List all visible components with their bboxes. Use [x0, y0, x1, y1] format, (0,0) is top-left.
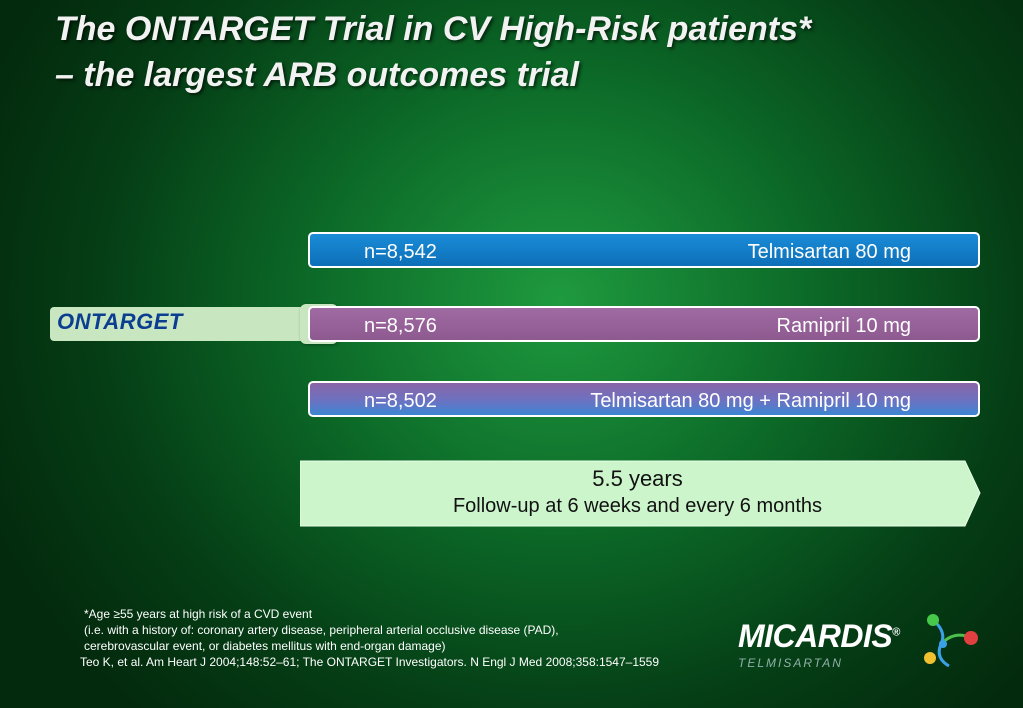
title-line-2: – the largest ARB outcomes trial — [55, 56, 579, 94]
footnote-reference: Teo K, et al. Am Heart J 2004;148:52–61;… — [80, 655, 660, 669]
arm-drug: Telmisartan 80 mg — [747, 241, 911, 263]
arm-n: n=8,542 — [364, 241, 437, 263]
ontarget-trial-bar — [50, 307, 330, 341]
arm-drug: Telmisartan 80 mg + Ramipril 10 mg — [590, 390, 911, 412]
footnote-line-1: *Age ≥55 years at high risk of a CVD eve… — [84, 607, 313, 621]
slide-title: The ONTARGET Trial in CV High-Risk patie… — [55, 6, 811, 98]
followup-arrow: 5.5 years Follow-up at 6 weeks and every… — [300, 460, 981, 527]
arm-telmisartan: n=8,542 Telmisartan 80 mg — [308, 232, 980, 268]
micardis-logo: MICARDIS® TELMISARTAN — [738, 608, 983, 676]
footnote: *Age ≥55 years at high risk of a CVD eve… — [80, 606, 660, 670]
arm-ramipril: n=8,576 Ramipril 10 mg — [308, 306, 980, 342]
brand-generic: TELMISARTAN — [738, 656, 843, 670]
title-line-1: The ONTARGET Trial in CV High-Risk patie… — [55, 10, 812, 48]
followup-duration: 5.5 years — [592, 466, 683, 491]
arm-n: n=8,502 — [364, 390, 437, 412]
ontarget-logo: ONTARGET — [57, 309, 183, 334]
arm-n: n=8,576 — [364, 315, 437, 337]
arm-drug: Ramipril 10 mg — [776, 315, 911, 337]
arm-combination: n=8,502 Telmisartan 80 mg + Ramipril 10 … — [308, 381, 980, 417]
arrow-shape — [300, 460, 981, 527]
footnote-line-2: (i.e. with a history of: coronary artery… — [84, 623, 559, 637]
molecule-icon — [924, 614, 978, 668]
footnote-line-3: cerebrovascular event, or diabetes melli… — [84, 639, 446, 653]
followup-schedule: Follow-up at 6 weeks and every 6 months — [452, 495, 823, 517]
brand-name: MICARDIS® — [738, 618, 900, 654]
